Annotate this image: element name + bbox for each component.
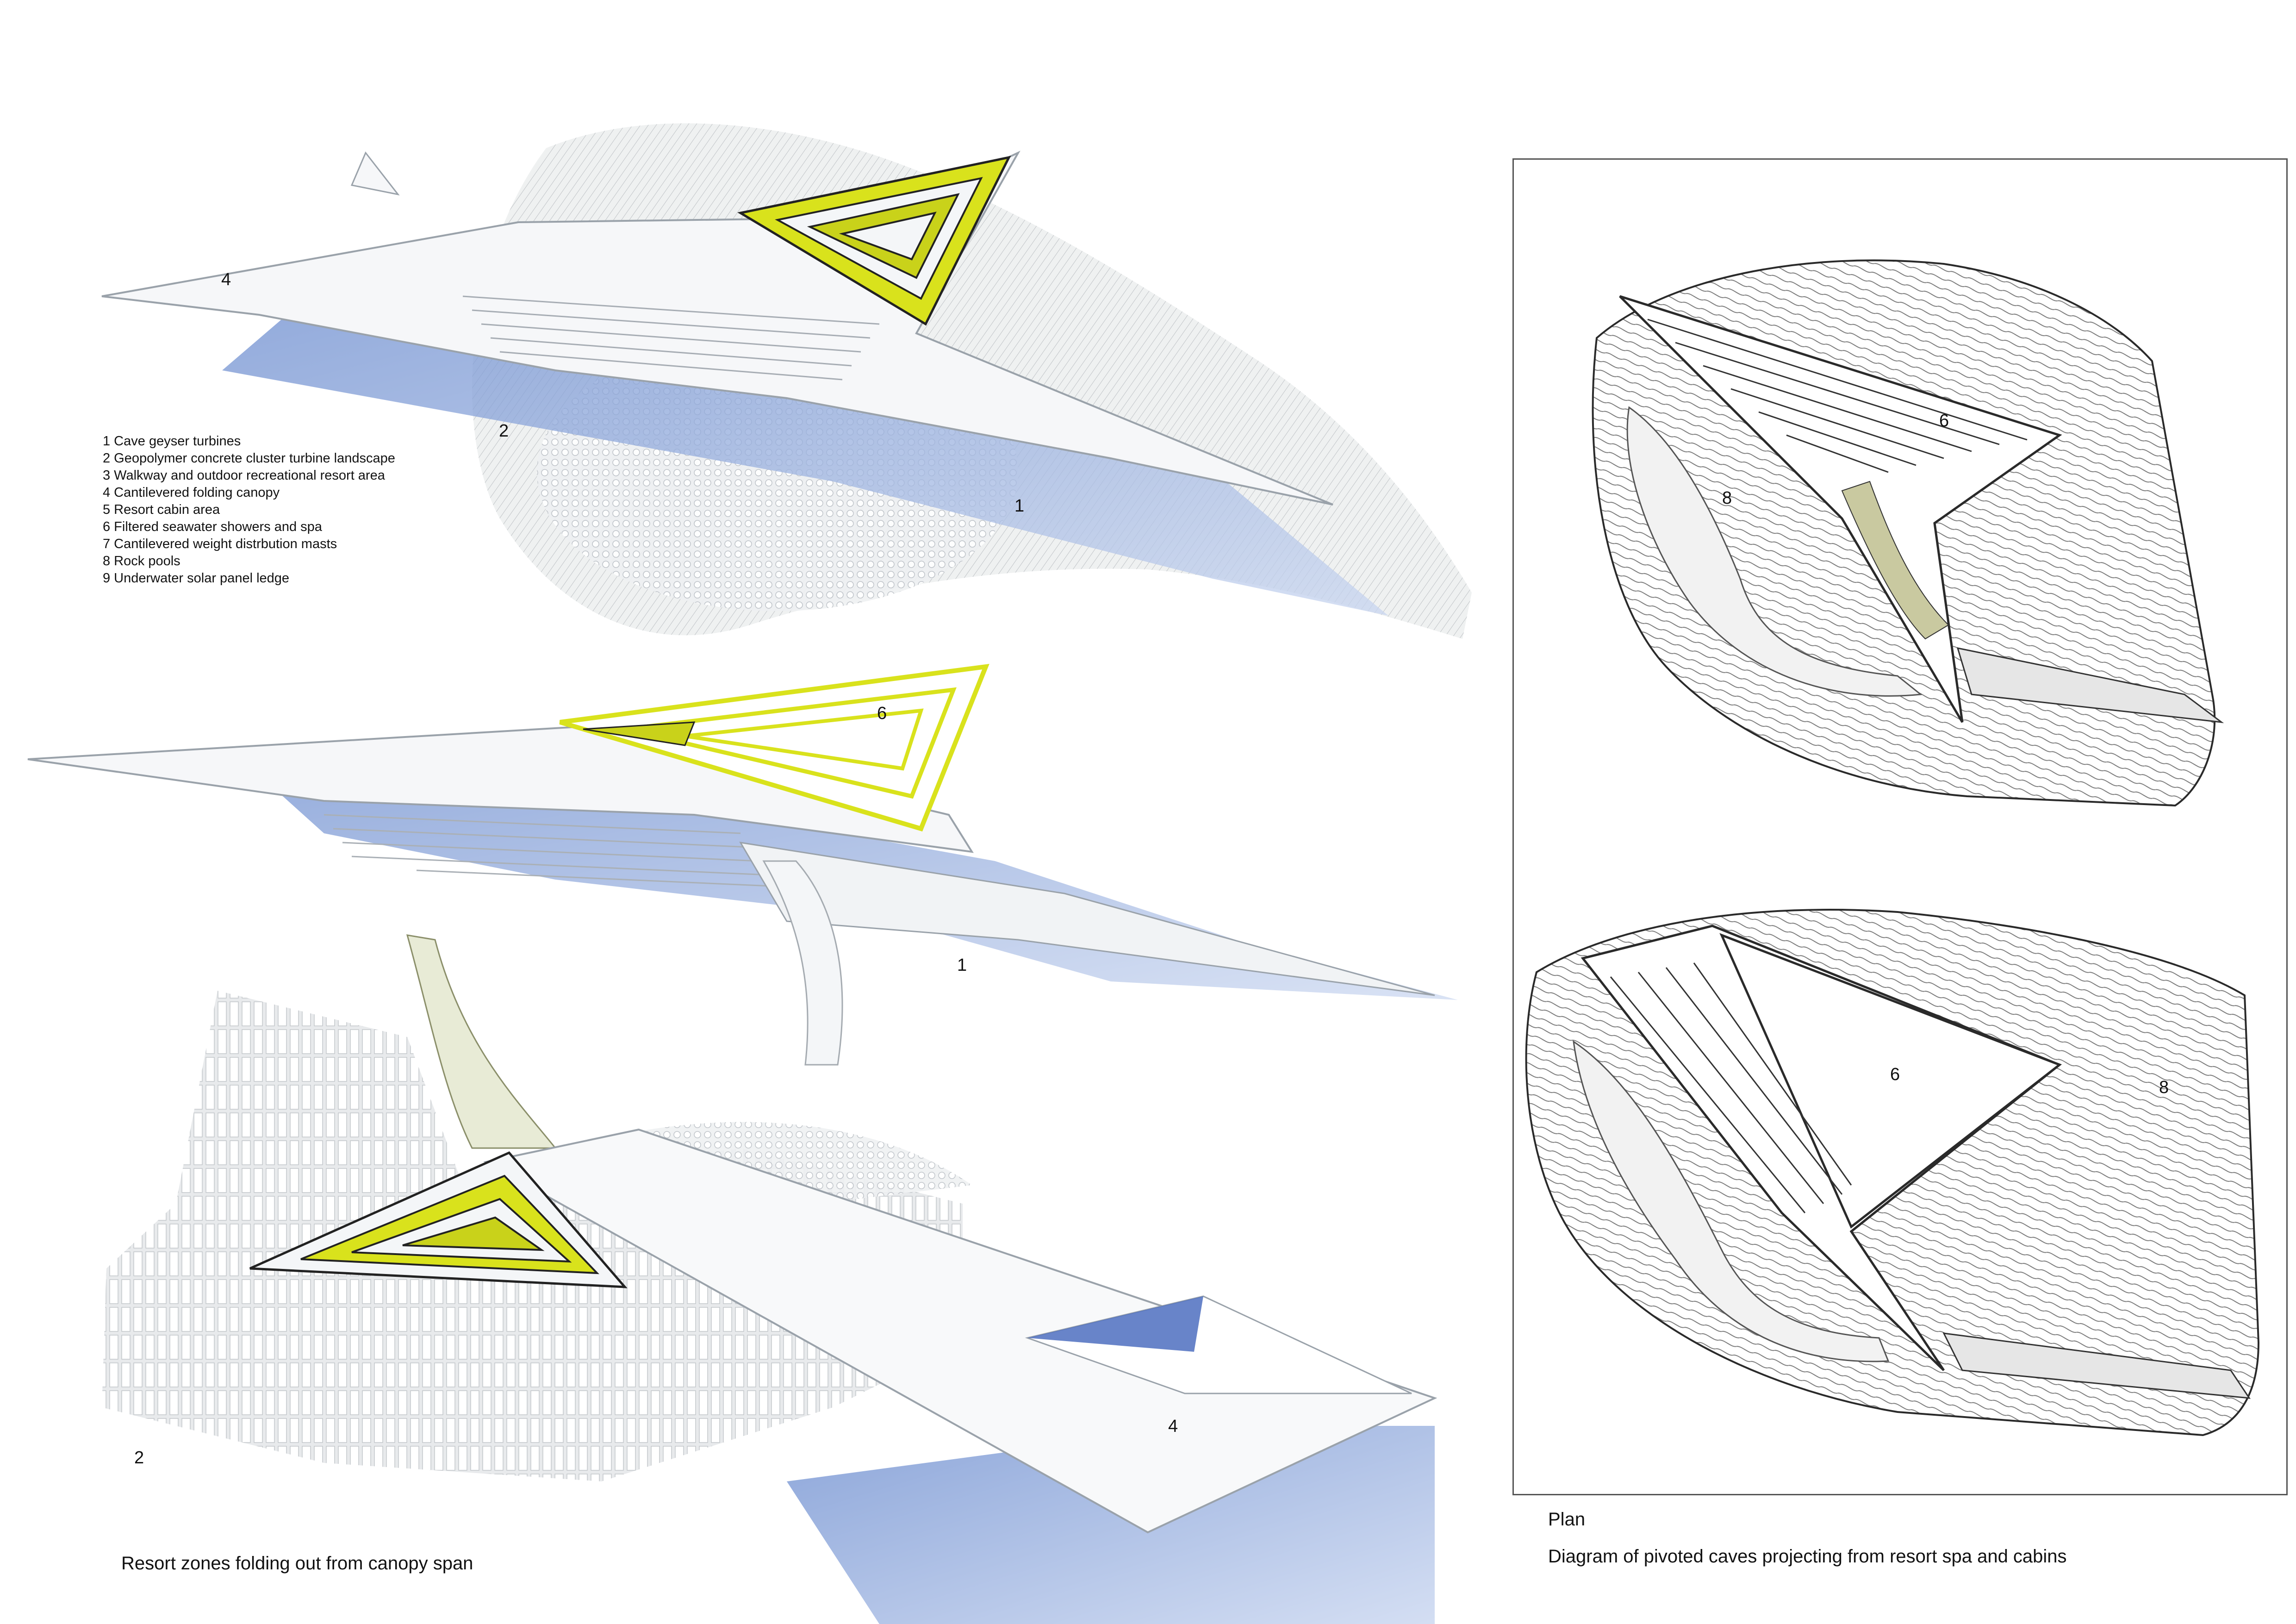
middle-elevation-view bbox=[27, 663, 1458, 1066]
legend-item: 3 Walkway and outdoor recreational resor… bbox=[103, 468, 385, 483]
plan-subtitle: Diagram of pivoted caves projecting from… bbox=[1548, 1546, 2067, 1567]
folding-canopy-bottom bbox=[483, 1128, 1437, 1534]
marker-spa-plan-bottom: 6 bbox=[1890, 1065, 1900, 1084]
left-caption: Resort zones folding out from canopy spa… bbox=[121, 1553, 473, 1574]
top-axonometric-view bbox=[101, 123, 1472, 639]
legend-item: 6 Filtered seawater showers and spa bbox=[103, 519, 322, 534]
marker-rockpool-plan-bottom: 8 bbox=[2159, 1078, 2169, 1097]
marker-geyser-top: 1 bbox=[1014, 496, 1025, 516]
marker-canopy-bottom: 4 bbox=[1168, 1417, 1178, 1436]
marker-landscape-bottom: 2 bbox=[134, 1448, 144, 1468]
marker-spa-plan-top: 6 bbox=[1939, 411, 1949, 431]
legend-item: 9 Underwater solar panel ledge bbox=[103, 571, 290, 586]
marker-landscape-top: 2 bbox=[499, 421, 509, 441]
canopy-shadow-top bbox=[222, 315, 1388, 616]
plan-drawing-bottom bbox=[1525, 909, 2260, 1437]
plan-frame bbox=[1512, 158, 2288, 1495]
legend-item: 4 Cantilevered folding canopy bbox=[103, 485, 280, 500]
legend-item: 2 Geopolymer concrete cluster turbine la… bbox=[103, 451, 395, 466]
canopy-shadow-bottom bbox=[787, 1426, 1435, 1624]
marker-geyser-mid: 1 bbox=[957, 956, 967, 975]
legend-item: 5 Resort cabin area bbox=[103, 502, 220, 517]
bottom-axonometric-view bbox=[102, 934, 1437, 1624]
plan-title: Plan bbox=[1548, 1509, 1586, 1530]
legend-item: 8 Rock pools bbox=[103, 554, 180, 568]
plan-drawing-top bbox=[1592, 259, 2224, 807]
legend-list: 1 Cave geyser turbines 2 Geopolymer conc… bbox=[103, 433, 395, 587]
axonometric-renders bbox=[27, 123, 1472, 1624]
marker-spa-mid: 6 bbox=[877, 704, 887, 723]
marker-canopy-top: 4 bbox=[221, 270, 231, 289]
legend-item: 7 Cantilevered weight distrbution masts bbox=[103, 537, 337, 551]
legend-item: 1 Cave geyser turbines bbox=[103, 434, 241, 449]
marker-rockpool-plan-top: 8 bbox=[1722, 488, 1732, 508]
